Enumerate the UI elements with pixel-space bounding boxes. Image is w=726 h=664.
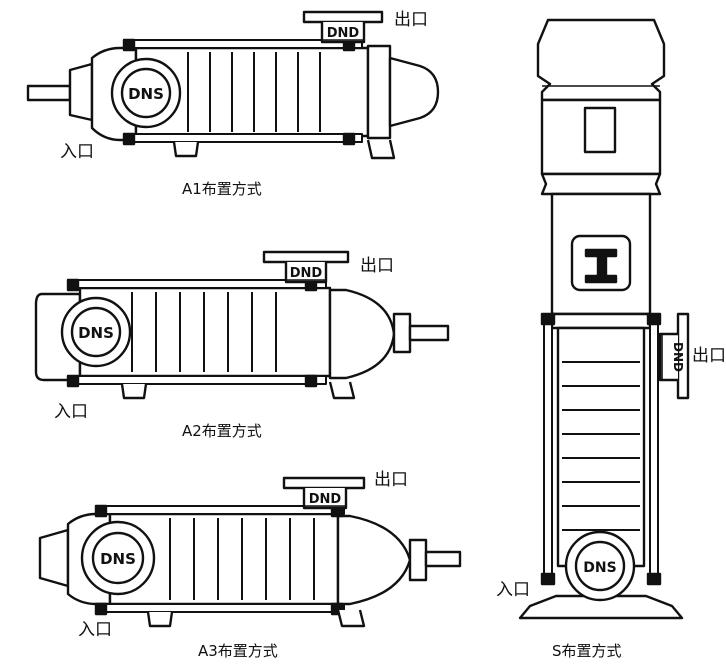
a3-inlet-label: 入口 [78, 620, 112, 640]
a1-inlet-label: 入口 [60, 142, 94, 162]
a1-bearing-housing [68, 62, 94, 122]
a2-shaft [408, 324, 450, 342]
a2-feet [120, 381, 356, 400]
a1-shaft [26, 84, 72, 102]
pump-a2: DNS DND [34, 250, 450, 400]
a1-suction-tag: DNS [128, 85, 164, 103]
pump-a3: DNS DND [38, 476, 462, 628]
a3-bearing-housing [38, 528, 70, 588]
a3-stage-lines [169, 518, 315, 600]
a3-suction-ring-inner [91, 531, 145, 585]
a1-stage-lines [187, 52, 321, 132]
s-terminal-box [583, 106, 617, 154]
a3-discharge-nozzle [282, 476, 366, 510]
a3-suction-tag: DNS [100, 550, 136, 568]
a3-shaft [424, 550, 462, 568]
a3-discharge-casing [336, 514, 412, 606]
a2-stage-lines [131, 292, 277, 372]
a1-feet [172, 139, 396, 160]
a2-discharge-tag: DND [290, 266, 323, 281]
a1-discharge-tag: DND [327, 26, 360, 41]
a2-inlet-label: 入口 [54, 402, 88, 422]
a3-discharge-tag: DND [309, 492, 342, 507]
a2-outlet-label: 出口 [360, 256, 394, 276]
a3-caption: A3布置方式 [198, 642, 278, 660]
s-motor-fan-cover [536, 18, 666, 102]
a1-discharge-nozzle [302, 10, 384, 44]
a2-nuts [66, 278, 318, 388]
a1-suction-ring-inner [120, 67, 172, 119]
a2-suction-tag: DNS [78, 324, 114, 342]
a3-outlet-label: 出口 [374, 470, 408, 490]
s-stage-lines [562, 361, 640, 531]
s-coupling [570, 234, 632, 292]
s-base [518, 594, 684, 620]
a2-discharge-casing [328, 288, 396, 380]
s-discharge-nozzle [658, 312, 690, 400]
a2-bearing-housing [392, 312, 412, 354]
a3-rear-bearing [408, 538, 428, 582]
pump-a1: DNS DND [26, 10, 440, 160]
s-suction-ring-inner [574, 540, 626, 592]
a2-caption: A2布置方式 [182, 422, 262, 440]
s-discharge-tag: DND [671, 342, 685, 372]
a2-discharge-nozzle [262, 250, 350, 284]
a1-caption: A1布置方式 [182, 180, 262, 198]
s-nuts [540, 312, 662, 586]
a2-suction-ring-inner [70, 306, 122, 358]
s-discharge-casing [550, 312, 652, 330]
s-motor-flange [540, 172, 662, 196]
a1-outlet-label: 出口 [394, 10, 428, 30]
a1-rear-bearing [388, 56, 440, 128]
s-caption: S布置方式 [552, 642, 622, 660]
a1-discharge-casing [366, 44, 392, 140]
s-outlet-label: 出口 [692, 346, 726, 366]
s-suction-tag: DNS [583, 560, 616, 576]
a3-feet [146, 609, 366, 628]
s-inlet-label: 入口 [496, 580, 530, 600]
pump-s: DNS DND [518, 18, 690, 620]
